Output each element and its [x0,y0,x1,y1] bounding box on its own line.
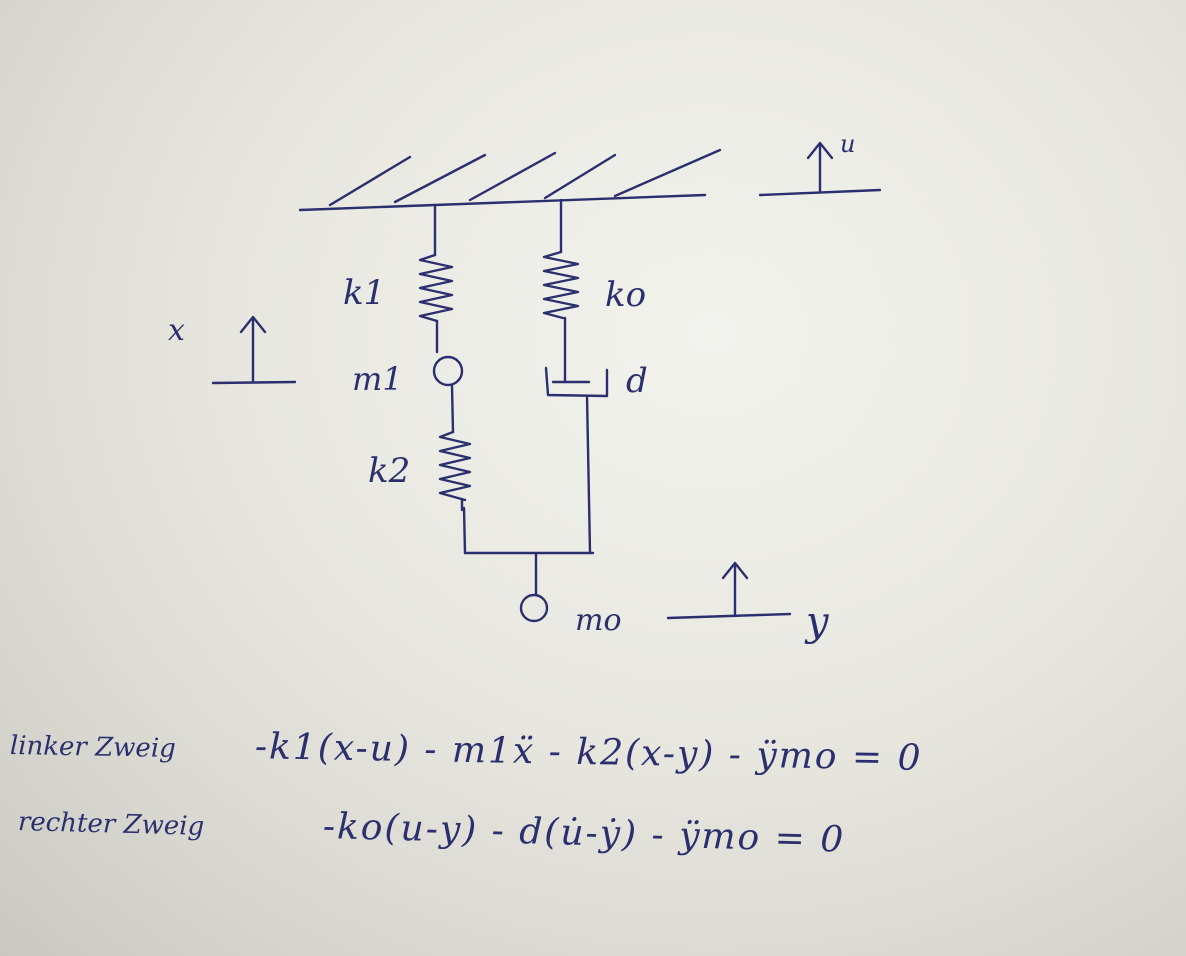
u-label: u [840,130,855,158]
x-label: x [168,313,185,348]
mass-m0 [519,593,549,623]
left-branch [418,203,472,555]
k1-label: k1 [343,273,385,313]
ceiling-line [298,193,707,212]
spring-k1 [418,253,454,354]
equation-left-name: linker Zweig [9,731,177,764]
d-label: d [626,361,648,401]
y-label: y [804,599,830,645]
ceiling-hatching [328,148,722,207]
equation-right-name: rechter Zweig [17,807,205,842]
m1-label: m1 [352,360,403,398]
m0-label: mo [575,603,622,638]
k2-label: k2 [368,451,410,491]
bottom-link [463,551,595,623]
k0-label: ko [605,275,646,315]
u-displacement-marker [758,141,882,197]
spring-k0 [542,250,580,384]
spring-k2 [438,430,472,512]
ceiling [298,148,722,212]
x-displacement-marker [211,315,297,385]
right-branch [542,198,609,554]
mass-m1 [432,355,464,387]
damper-d [544,366,609,398]
y-displacement-marker [666,561,792,620]
